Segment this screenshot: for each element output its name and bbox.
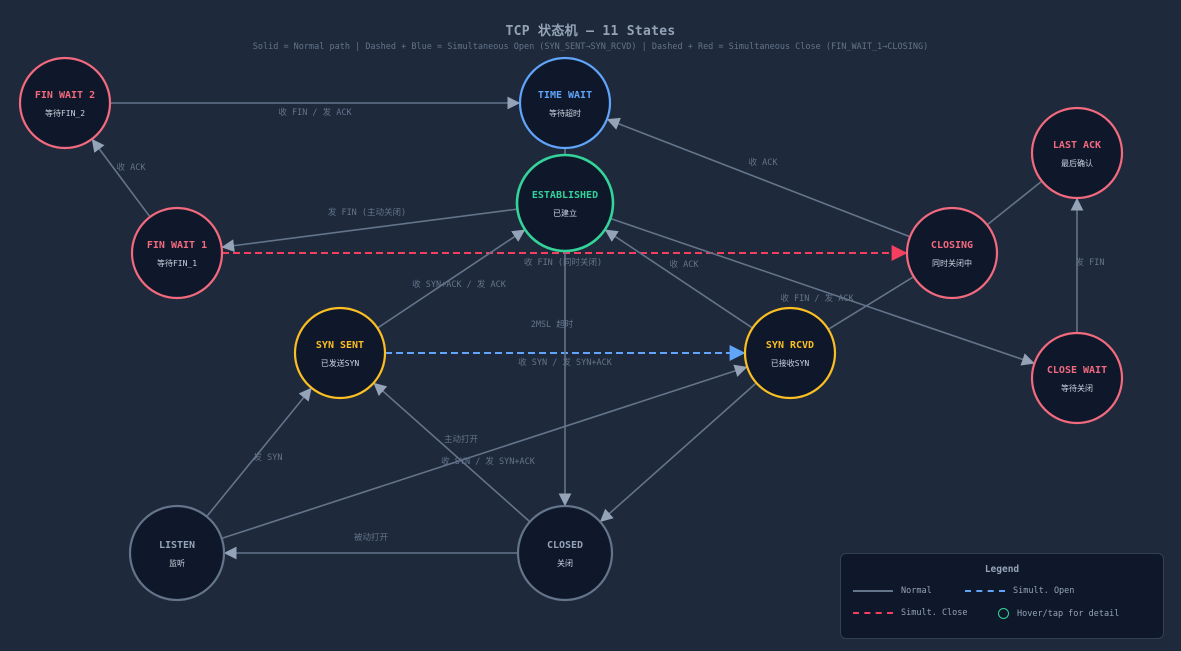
node-subtitle: 等待FIN_1 — [157, 258, 197, 268]
node-circle[interactable] — [18, 56, 112, 150]
edge-label-fin-wait-2-to-time-wait: 收 FIN / 发 ACK — [278, 107, 352, 118]
legend-item-simult-close: Simult. Close — [853, 608, 968, 618]
legend-item-simult-open: Simult. Open — [965, 586, 1074, 596]
node-syn-rcvd[interactable]: SYN RCVD 已接收SYN — [743, 306, 837, 400]
legend-normal-line — [853, 590, 893, 592]
edge-syn-rcvd-to-established — [604, 229, 754, 329]
edge-label-established-to-fin-wait-1: 发 FIN (主动关闭) — [328, 207, 406, 218]
edge-established-to-close-wait — [610, 217, 1035, 366]
node-subtitle: 等待FIN_2 — [45, 108, 85, 118]
node-name: LISTEN — [159, 540, 195, 551]
node-subtitle: 同时关闭中 — [932, 258, 972, 268]
node-time-wait[interactable]: TIME WAIT 等待超时 — [518, 56, 612, 150]
node-subtitle: 已建立 — [553, 208, 577, 218]
legend-title: Legend — [984, 564, 1020, 575]
node-subtitle: 已接收SYN — [771, 358, 810, 368]
edge-syn-rcvd-to-closed — [599, 382, 757, 522]
node-close-wait[interactable]: CLOSE WAIT 等待关闭 — [1030, 331, 1124, 425]
edge-label-syn-sent-to-established: 收 SYN+ACK / 发 ACK — [412, 279, 507, 290]
edge-label-listen-to-syn-sent: 发 SYN — [254, 452, 283, 463]
node-last-ack[interactable]: LAST ACK 最后确认 — [1030, 106, 1124, 200]
node-subtitle: 等待超时 — [549, 108, 581, 118]
legend: Legend Normal Simult. Open Simult. Close… — [840, 553, 1164, 639]
node-name: CLOSING — [931, 240, 973, 251]
node-circle[interactable] — [293, 306, 387, 400]
edge-listen-to-syn-rcvd — [221, 364, 748, 540]
legend-simult-close-line — [853, 612, 893, 614]
edge-label-syn-rcvd-to-established: 收 ACK — [670, 259, 700, 270]
edge-established-to-fin-wait-1 — [221, 208, 518, 252]
legend-simult-open-label: Simult. Open — [1013, 586, 1075, 596]
node-subtitle: 已发送SYN — [321, 358, 360, 368]
edge-label-fin-wait-1-to-fin-wait-2: 收 ACK — [117, 162, 147, 173]
node-name: SYN RCVD — [766, 340, 814, 351]
node-established[interactable]: ESTABLISHED 已建立 — [515, 153, 615, 253]
edge-closing-to-time-wait — [606, 117, 911, 238]
node-name: CLOSE WAIT — [1047, 365, 1107, 376]
edge-label-syn-rcvd-to-closing: 收 FIN / 发 ACK — [780, 293, 854, 304]
edge-labels-layer: 收 FIN / 发 ACK 收 ACK 收 ACK 发 FIN (主动关闭) 收 FIN… — [117, 107, 1105, 543]
node-listen[interactable]: LISTEN 监听 — [128, 504, 226, 602]
node-subtitle: 监听 — [169, 558, 185, 568]
node-circle[interactable] — [743, 306, 837, 400]
legend-item-normal: Normal — [853, 586, 932, 596]
edge-label-closed-to-listen: 被动打开 — [354, 532, 389, 543]
edge-label-established-to-closed: 2MSL 超时 — [531, 319, 574, 330]
node-subtitle: 关闭 — [557, 558, 573, 568]
edge-syn-sent-to-established — [376, 229, 526, 329]
node-name: FIN WAIT 1 — [147, 240, 207, 251]
edge-label-syn-sent-to-syn-rcvd: 收 SYN / 发 SYN+ACK — [518, 357, 613, 368]
node-subtitle: 最后确认 — [1061, 158, 1093, 168]
edge-fin-wait-1-to-fin-wait-2 — [91, 138, 151, 218]
node-circle[interactable] — [130, 206, 224, 300]
legend-item-hover: Hover/tap for detail — [998, 608, 1119, 619]
node-fin-wait-1[interactable]: FIN WAIT 1 等待FIN_1 — [130, 206, 224, 300]
legend-simult-close-label: Simult. Close — [901, 608, 968, 618]
node-name: ESTABLISHED — [532, 190, 598, 201]
node-circle[interactable] — [905, 206, 999, 300]
nodes-layer: FIN WAIT 2 等待FIN_2 TIME WAIT 等待超时 LAST ACK 最后… — [18, 56, 1124, 602]
legend-normal-label: Normal — [901, 586, 932, 596]
node-name: FIN WAIT 2 — [35, 90, 95, 101]
node-circle[interactable] — [516, 504, 614, 602]
legend-simult-open-line — [965, 590, 1005, 592]
edge-label-listen-to-syn-rcvd: 收 SYN / 发 SYN+ACK — [441, 456, 536, 467]
node-circle[interactable] — [1030, 106, 1124, 200]
edge-label-established-to-close-wait: 收 FIN (同时关闭) — [524, 257, 602, 268]
node-name: SYN SENT — [316, 340, 364, 351]
legend-hover-circle-icon — [998, 608, 1009, 619]
edge-label-closing-to-time-wait: 收 ACK — [749, 157, 779, 168]
edges-layer — [91, 96, 1084, 560]
node-closing[interactable]: CLOSING 同时关闭中 — [905, 206, 999, 300]
node-name: CLOSED — [547, 540, 583, 551]
edge-label-close-wait-to-last-ack: 发 FIN — [1076, 257, 1105, 268]
node-subtitle: 等待关闭 — [1061, 383, 1093, 393]
diagram-subtitle: Solid = Normal path | Dashed + Blue = Si… — [252, 42, 929, 52]
legend-hover-label: Hover/tap for detail — [1017, 608, 1120, 619]
node-circle[interactable] — [128, 504, 226, 602]
node-name: LAST ACK — [1053, 140, 1101, 151]
diagram-title: TCP 状态机 — 11 States — [505, 24, 676, 39]
node-closed[interactable]: CLOSED 关闭 — [516, 504, 614, 602]
node-syn-sent[interactable]: SYN SENT 已发送SYN — [293, 306, 387, 400]
node-circle[interactable] — [515, 153, 615, 253]
node-name: TIME WAIT — [538, 90, 592, 101]
node-circle[interactable] — [1030, 331, 1124, 425]
edge-syn-rcvd-to-closing — [827, 276, 914, 331]
edge-listen-to-syn-sent — [206, 387, 312, 518]
edge-closed-to-syn-sent — [373, 382, 531, 523]
node-fin-wait-2[interactable]: FIN WAIT 2 等待FIN_2 — [18, 56, 112, 150]
edge-closing-to-last-ack — [986, 181, 1042, 226]
edge-label-closed-to-syn-sent: 主动打开 — [444, 434, 479, 445]
node-circle[interactable] — [518, 56, 612, 150]
